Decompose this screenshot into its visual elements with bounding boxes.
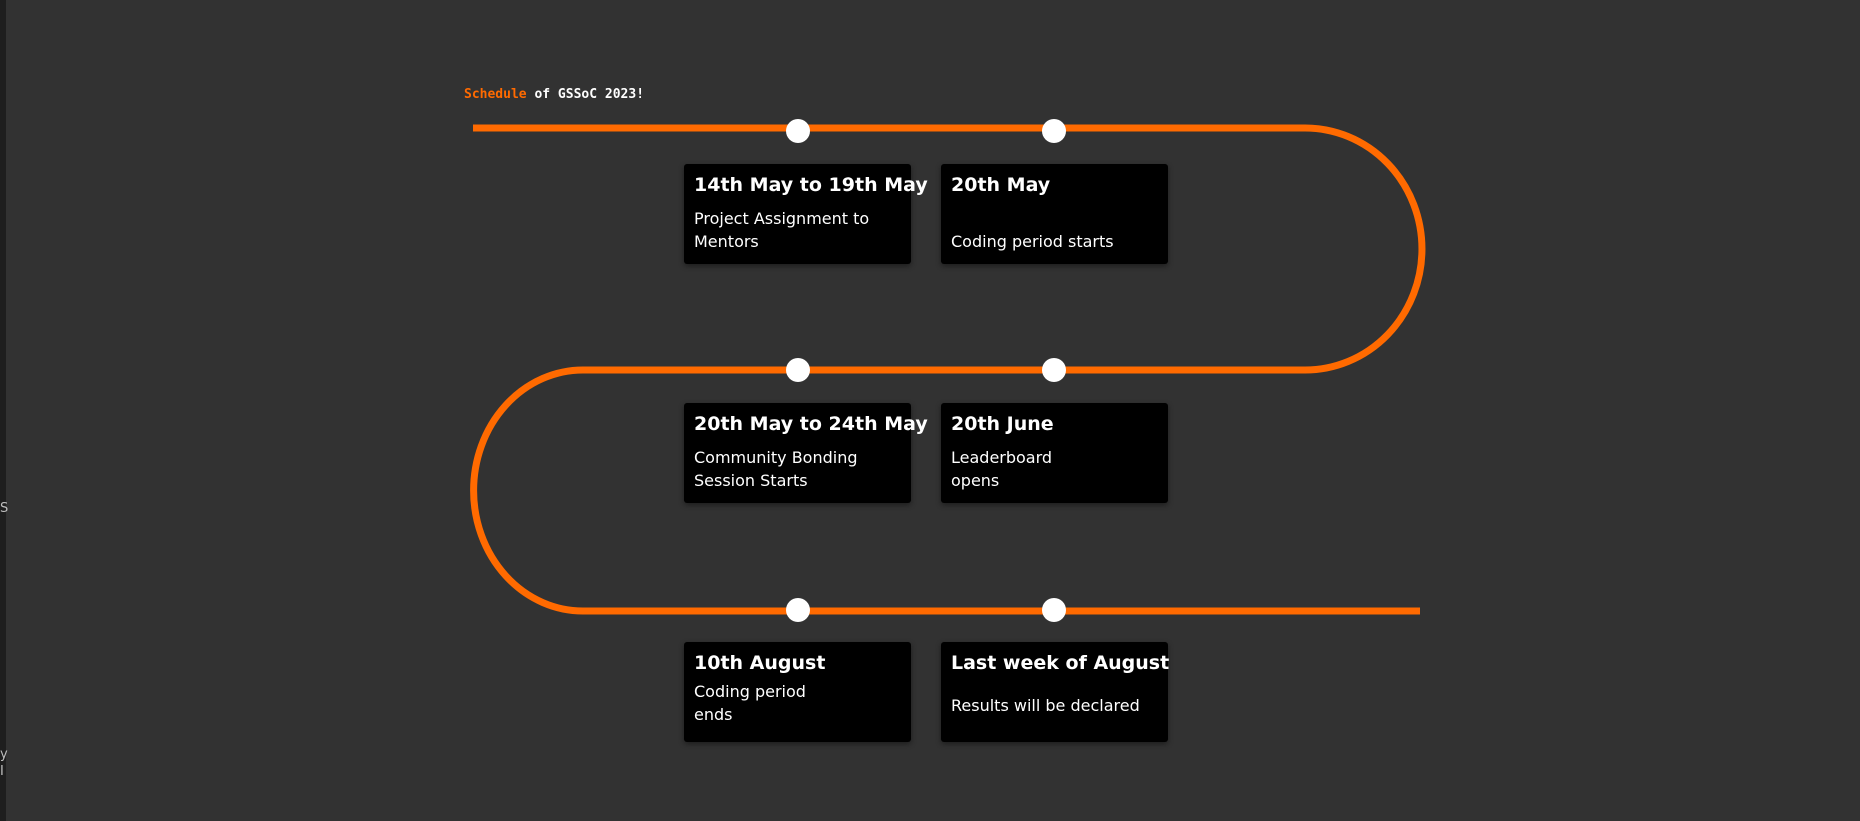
event-description-line: Session Starts <box>694 471 808 490</box>
event-date: 10th August <box>694 652 826 674</box>
edge-glyph: S <box>0 501 9 516</box>
event-description-line: Mentors <box>694 232 759 251</box>
event-card: 20th May Coding period starts <box>941 164 1168 264</box>
timeline-node <box>1042 119 1066 143</box>
event-description-line: Leaderboard <box>951 448 1053 467</box>
event-card: 14th May to 19th May Project Assignment … <box>684 164 928 264</box>
schedule-title: Schedule of GSSoC 2023! <box>464 87 644 102</box>
event-date: 20th June <box>951 413 1054 435</box>
timeline-path <box>470 124 1426 615</box>
event-description-line <box>951 680 1158 694</box>
title-accent: Schedule <box>464 87 527 102</box>
edge-glyph: I <box>0 764 4 779</box>
event-description-line: Results will be declared <box>951 696 1140 715</box>
timeline-node <box>786 598 810 622</box>
event-date: 20th May <box>951 174 1051 196</box>
title-rest: of GSSoC 2023! <box>526 87 645 102</box>
event-description-line: Coding period <box>694 682 806 701</box>
event-card: Last week of August Results will be decl… <box>941 642 1170 742</box>
timeline-node <box>786 119 810 143</box>
event-description-line: ends <box>694 705 733 724</box>
event-description-line: opens <box>951 471 1000 490</box>
timeline-node <box>786 358 810 382</box>
timeline-node <box>1042 598 1066 622</box>
event-date: Last week of August <box>951 652 1170 674</box>
event-date: 14th May to 19th May <box>694 174 928 196</box>
left-edge-strip <box>0 0 6 821</box>
event-description-line <box>951 207 1158 230</box>
edge-glyph: y <box>0 747 8 762</box>
event-description-line: Coding period starts <box>951 232 1114 251</box>
event-card: 20th May to 24th May Community Bonding S… <box>684 403 928 503</box>
event-description-line: Community Bonding <box>694 448 858 467</box>
timeline-node <box>1042 358 1066 382</box>
event-date: 20th May to 24th May <box>694 413 928 435</box>
event-card: 20th June Leaderboard opens <box>941 403 1168 503</box>
event-description-line: Project Assignment to <box>694 209 870 228</box>
event-card: 10th August Coding period ends <box>684 642 911 742</box>
